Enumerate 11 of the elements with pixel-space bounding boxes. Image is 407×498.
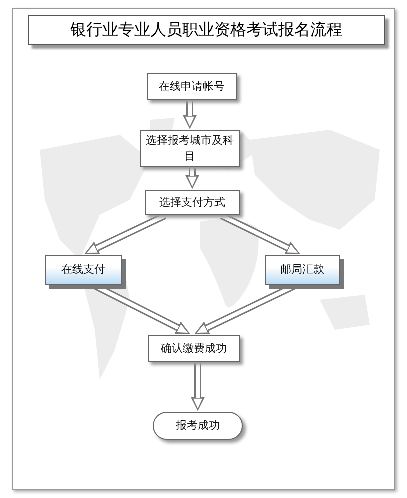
block-arrow <box>220 212 300 254</box>
process-box: 选择支付方式 <box>145 190 240 215</box>
process-box: 确认缴费成功 <box>148 335 240 362</box>
process-box: 在线申请帐号 <box>147 73 237 100</box>
block-arrow <box>183 101 197 130</box>
block-arrow <box>186 168 200 190</box>
terminal-box: 报考成功 <box>153 412 243 440</box>
process-box: 选择报考城市及科目 <box>140 130 240 167</box>
block-arrow <box>84 212 166 254</box>
title-banner: 银行业专业人员职业资格考试报名流程 <box>28 15 385 45</box>
block-arrow <box>191 363 205 412</box>
